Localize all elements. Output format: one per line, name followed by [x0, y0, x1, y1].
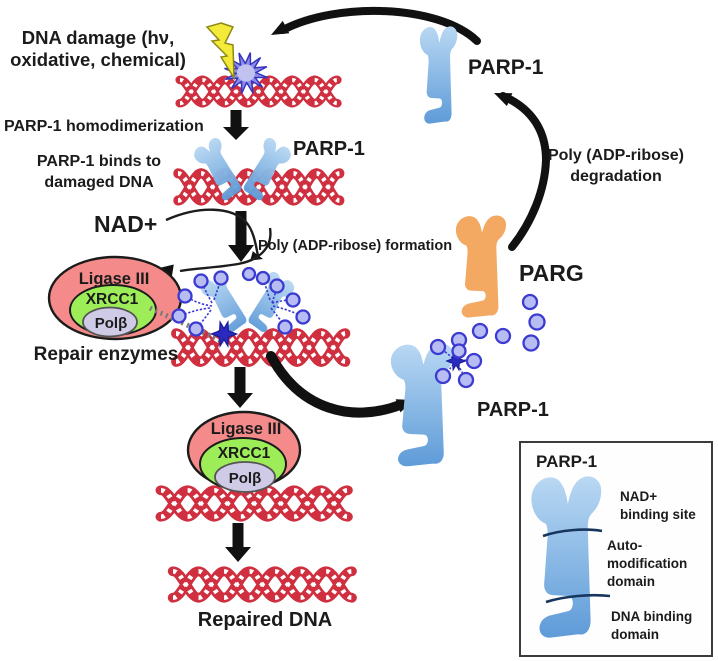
repair-complex-lower: Ligase III XRCC1 Polβ	[186, 410, 302, 493]
nad-cycle-arrow-out	[153, 227, 272, 280]
par-chain-released	[429, 331, 483, 389]
polb-label: Polβ	[95, 315, 128, 332]
legend-auto-line2: modification	[607, 556, 687, 571]
nad-label: NAD+	[94, 211, 157, 237]
degradation-arrow	[491, 86, 551, 251]
dna-helix-repairing	[161, 490, 347, 516]
legend-auto-line3: domain	[607, 574, 655, 589]
homodimerization-label: PARP-1 homodimerization	[4, 118, 204, 135]
repair-complex-upper: Ligase III XRCC1 Polβ	[47, 255, 183, 341]
degradation-label-line1: Poly (ADP-ribose)	[548, 147, 684, 164]
dna-helix-repaired	[173, 571, 352, 597]
repaired-dna-label: Repaired DNA	[198, 609, 332, 631]
recycle-arrow	[267, 6, 481, 45]
damage-starburst-icon	[224, 52, 268, 94]
free-adp-ribose-units	[451, 293, 546, 359]
parp1-released-label: PARP-1	[477, 399, 549, 421]
par-formation-label: Poly (ADP-ribose) formation	[258, 238, 452, 254]
legend-title: PARP-1	[536, 452, 597, 471]
par-chain-right	[241, 266, 311, 335]
legend-nad-line2: binding site	[620, 507, 696, 522]
legend-domain-labels: NAD+ binding site Auto- modification dom…	[607, 489, 696, 642]
lightning-icon	[205, 22, 235, 81]
degradation-label-line2: degradation	[570, 168, 662, 185]
binds-label-line2: damaged DNA	[44, 174, 154, 191]
dna-helix-par-stage	[176, 334, 345, 362]
par-chain-left	[171, 270, 229, 337]
ligase-label-2: Ligase III	[211, 420, 282, 438]
dna-damage-label-line2: oxidative, chemical)	[10, 49, 186, 70]
down-arrow-1	[223, 110, 249, 140]
nad-cycle-arrow-in	[165, 208, 265, 264]
down-arrow-2	[228, 211, 254, 262]
parp1-mid-label: PARP-1	[293, 138, 365, 160]
legend-auto-line1: Auto-	[607, 538, 642, 553]
legend-nad-line1: NAD+	[620, 489, 657, 504]
parp1-free-protein	[419, 26, 458, 124]
ligase-label: Ligase III	[79, 270, 150, 288]
legend-dna-line2: domain	[611, 627, 659, 642]
dna-damage-label-line1: DNA damage (hν,	[22, 27, 174, 48]
legend-dna-line1: DNA binding	[611, 609, 692, 624]
xrcc1-label-2: XRCC1	[218, 445, 271, 462]
polb-label-2: Polβ	[229, 470, 262, 487]
legend-domain-divider-2	[545, 593, 611, 604]
legend-domain-divider-1	[542, 528, 603, 538]
binds-label-line1: PARP-1 binds to	[37, 153, 161, 170]
recruitment-dotted-line	[148, 305, 226, 345]
legend-box: PARP-1 NAD+ binding site Auto- modificat…	[519, 441, 713, 657]
release-curved-arrow	[266, 351, 417, 418]
xrcc1-label: XRCC1	[86, 291, 139, 308]
down-arrow-3	[227, 367, 253, 408]
repair-enzymes-label: Repair enzymes	[34, 344, 179, 365]
down-arrow-4	[225, 523, 251, 562]
parg-label: PARG	[519, 260, 584, 286]
parg-protein	[455, 215, 507, 318]
parp1-free-label: PARP-1	[468, 56, 544, 79]
